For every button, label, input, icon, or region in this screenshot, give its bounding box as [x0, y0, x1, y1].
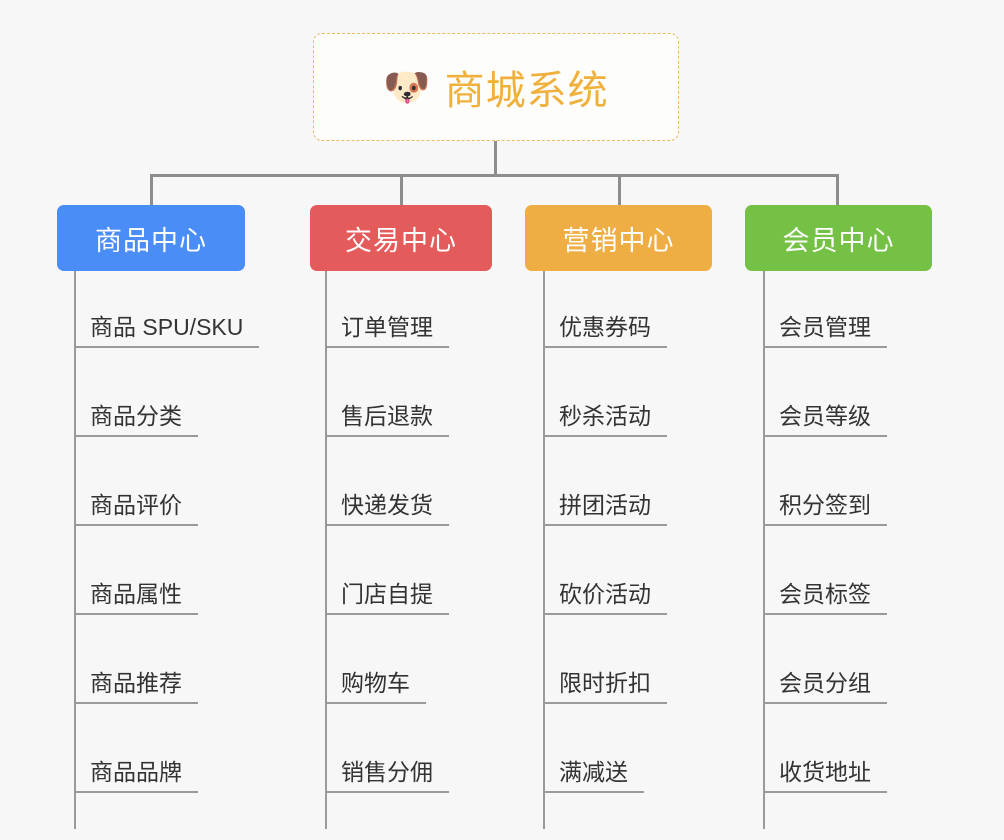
- leaf-item[interactable]: 砍价活动: [543, 581, 667, 616]
- leaf-item[interactable]: 门店自提: [325, 581, 449, 616]
- category-drop-connector-3: [618, 174, 621, 207]
- leaf-item[interactable]: 商品品牌: [74, 759, 198, 794]
- category-header-label: 营销中心: [562, 225, 675, 256]
- leaf-item[interactable]: 会员等级: [763, 403, 887, 438]
- leaf-item[interactable]: 商品评价: [74, 492, 198, 527]
- category-drop-connector-4: [836, 174, 839, 207]
- category-header-1[interactable]: 商品中心: [57, 205, 245, 271]
- shiba-dog-face-icon: 🐶: [383, 67, 431, 109]
- leaf-item[interactable]: 售后退款: [325, 403, 449, 438]
- leaf-item[interactable]: 会员管理: [763, 314, 887, 349]
- category-bus-connector: [150, 174, 838, 177]
- leaf-item[interactable]: 购物车: [325, 670, 426, 705]
- category-header-2[interactable]: 交易中心: [310, 205, 492, 271]
- category-spine-4: [763, 271, 765, 829]
- category-spine-1: [74, 271, 76, 829]
- category-drop-connector-2: [400, 174, 403, 207]
- leaf-item[interactable]: 秒杀活动: [543, 403, 667, 438]
- category-header-label: 交易中心: [345, 225, 457, 256]
- category-header-label: 会员中心: [782, 225, 895, 256]
- root-title: 商城系统: [444, 69, 609, 113]
- category-spine-3: [543, 271, 545, 829]
- leaf-item[interactable]: 商品分类: [74, 403, 198, 438]
- leaf-item[interactable]: 积分签到: [763, 492, 887, 527]
- root-stem-connector: [494, 141, 497, 176]
- category-header-4[interactable]: 会员中心: [745, 205, 932, 271]
- category-drop-connector-1: [150, 174, 153, 207]
- root-node[interactable]: 🐶 商城系统: [313, 33, 679, 141]
- leaf-item[interactable]: 优惠券码: [543, 314, 667, 349]
- leaf-item[interactable]: 订单管理: [325, 314, 449, 349]
- leaf-item[interactable]: 会员标签: [763, 581, 887, 616]
- leaf-item[interactable]: 商品 SPU/SKU: [74, 314, 260, 349]
- leaf-item[interactable]: 销售分佣: [325, 759, 449, 794]
- leaf-item[interactable]: 收货地址: [763, 759, 887, 794]
- leaf-item[interactable]: 会员分组: [763, 670, 887, 705]
- leaf-item[interactable]: 限时折扣: [543, 670, 667, 705]
- category-header-label: 商品中心: [95, 225, 207, 256]
- category-header-3[interactable]: 营销中心: [525, 205, 712, 271]
- leaf-item[interactable]: 商品推荐: [74, 670, 198, 705]
- leaf-item[interactable]: 快递发货: [325, 492, 449, 527]
- category-spine-2: [325, 271, 327, 829]
- leaf-item[interactable]: 商品属性: [74, 581, 198, 616]
- leaf-item[interactable]: 满减送: [543, 759, 644, 794]
- leaf-item[interactable]: 拼团活动: [543, 492, 667, 527]
